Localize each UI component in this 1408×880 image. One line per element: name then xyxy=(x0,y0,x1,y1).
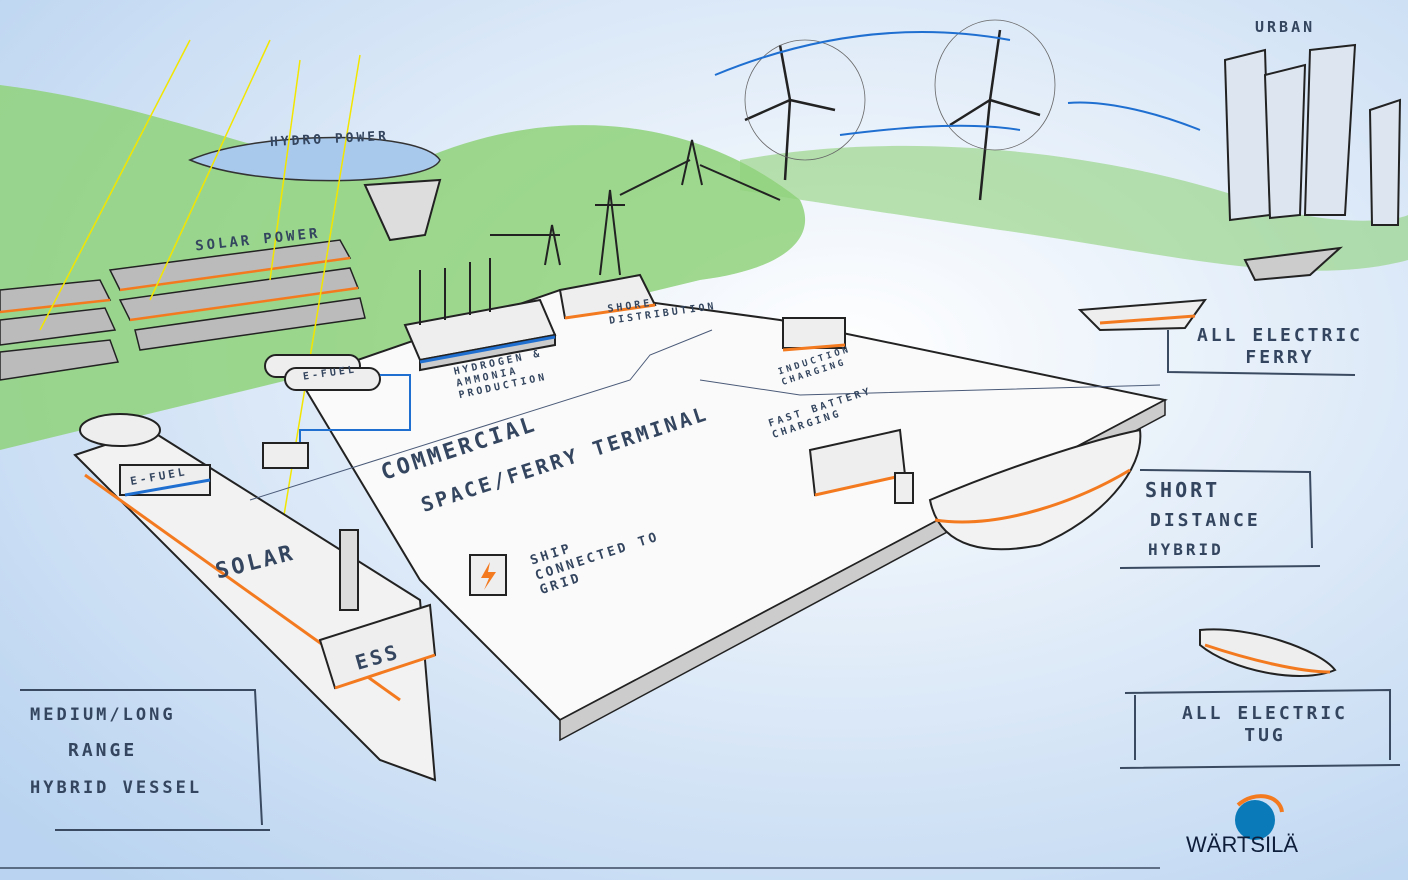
short-distance-hybrid-ship xyxy=(928,428,1142,551)
green-hill xyxy=(0,85,806,450)
grid-connection-box xyxy=(469,554,507,596)
urban-shore xyxy=(740,145,1408,271)
label-box-ferry xyxy=(1167,330,1356,376)
shore-distribution-box xyxy=(558,273,657,320)
label-tug: ALL ELECTRIC TUG xyxy=(1181,703,1349,746)
power-pylons xyxy=(490,139,781,276)
wartsila-logo: WÄRTSILÄ xyxy=(1186,790,1299,858)
electric-tug xyxy=(1199,628,1337,677)
wind-arrows xyxy=(714,31,1201,136)
sun-rays xyxy=(39,39,361,601)
wind-turbines xyxy=(744,19,1056,201)
efuel-tanks xyxy=(262,354,411,469)
hybrid-vessel xyxy=(73,413,437,782)
label-urban: URBAN xyxy=(1255,18,1316,36)
label-short-line2: DISTANCE xyxy=(1150,510,1261,531)
label-box-tug xyxy=(1119,688,1401,769)
induction-charger xyxy=(782,317,846,352)
hydro-lake xyxy=(188,136,441,182)
label-box-medium xyxy=(20,689,270,831)
dam xyxy=(363,178,442,242)
solar-panels xyxy=(0,239,366,381)
fast-battery-charger xyxy=(808,428,914,504)
label-box-short xyxy=(1119,469,1321,569)
electric-ferry xyxy=(1077,246,1344,332)
label-medium-line1: MEDIUM/LONG xyxy=(30,705,176,725)
label-medium-line2: RANGE xyxy=(68,740,138,761)
urban-towers xyxy=(1223,43,1402,226)
label-short-line1: SHORT xyxy=(1145,478,1221,502)
label-short-line3: HYBRID xyxy=(1148,540,1224,559)
wartsila-logo-mark xyxy=(1235,794,1284,840)
hydrogen-plant xyxy=(403,258,557,372)
terminal-divider xyxy=(249,329,1161,501)
logo-text: WÄRTSILÄ xyxy=(1186,832,1299,857)
label-ferry: ALL ELECTRIC FERRY xyxy=(1196,325,1364,368)
label-medium-line3: HYBRID VESSEL xyxy=(30,778,203,798)
